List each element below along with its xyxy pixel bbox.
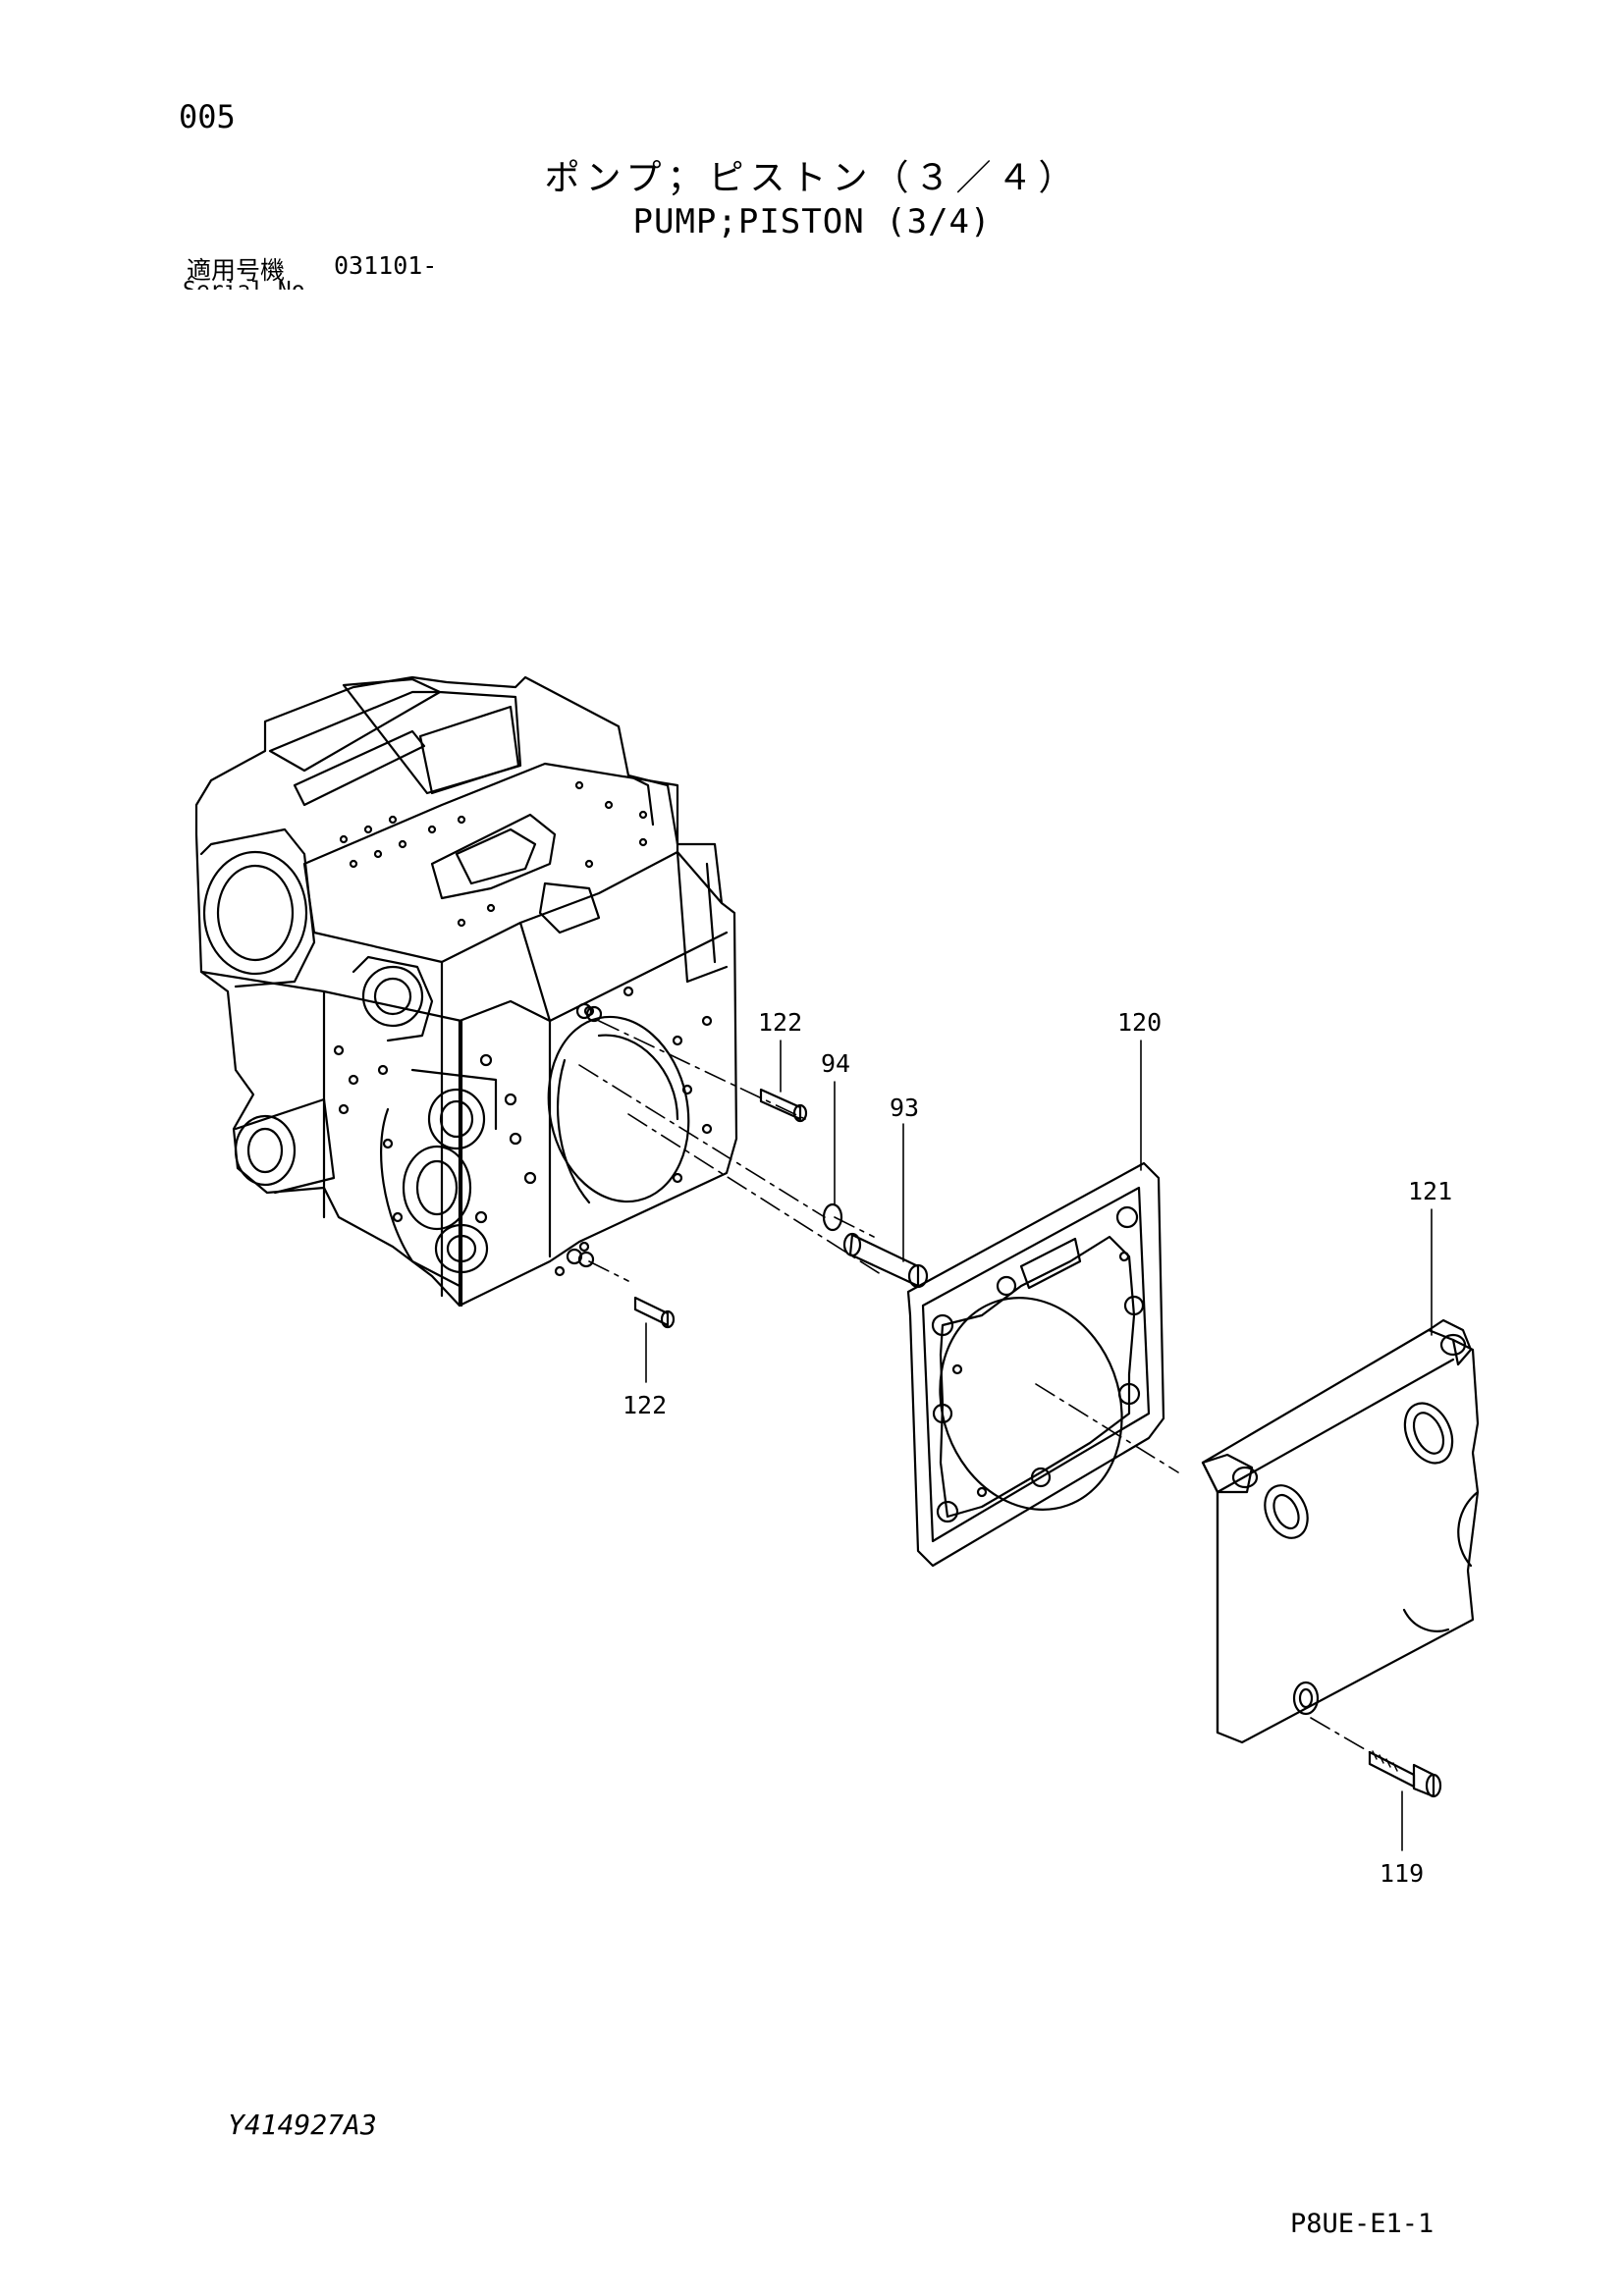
assembly-guide-lines — [578, 1020, 1371, 1753]
bolt-119 — [1368, 1750, 1442, 1851]
serial-number-value: 031101- — [334, 251, 438, 280]
sheet-code: P8UE-E1-1 — [1290, 2209, 1435, 2239]
callout-119: 119 — [1380, 1859, 1424, 1888]
callout-94: 94 — [821, 1049, 850, 1078]
serial-number-label: 適用号機 — [187, 256, 286, 285]
gasket-120 — [906, 1040, 1165, 1568]
callout-labels: 122 94 93 120 121 122 119 — [623, 1008, 1452, 1888]
page-number: 005 — [179, 98, 236, 135]
shaft-93 — [842, 1123, 929, 1289]
cover-plate-121 — [1201, 1208, 1480, 1744]
serial-number-label-english: Serial No. — [183, 278, 318, 290]
pin-122-bottom — [633, 1296, 676, 1383]
callout-120: 120 — [1117, 1008, 1162, 1037]
pin-122-top — [759, 1040, 808, 1123]
o-ring-94 — [822, 1081, 843, 1232]
callout-121: 121 — [1408, 1177, 1452, 1205]
pump-housing — [194, 675, 738, 1308]
page-title-english: PUMP;PISTON (3/4) — [632, 202, 992, 241]
callout-122-top: 122 — [758, 1008, 802, 1037]
callout-122-bottom: 122 — [623, 1391, 667, 1419]
callout-93: 93 — [890, 1094, 919, 1122]
drawing-code: Y414927A3 — [228, 2109, 377, 2141]
page-title-japanese: ポンプ；ピストン（３／４） — [544, 158, 1080, 198]
